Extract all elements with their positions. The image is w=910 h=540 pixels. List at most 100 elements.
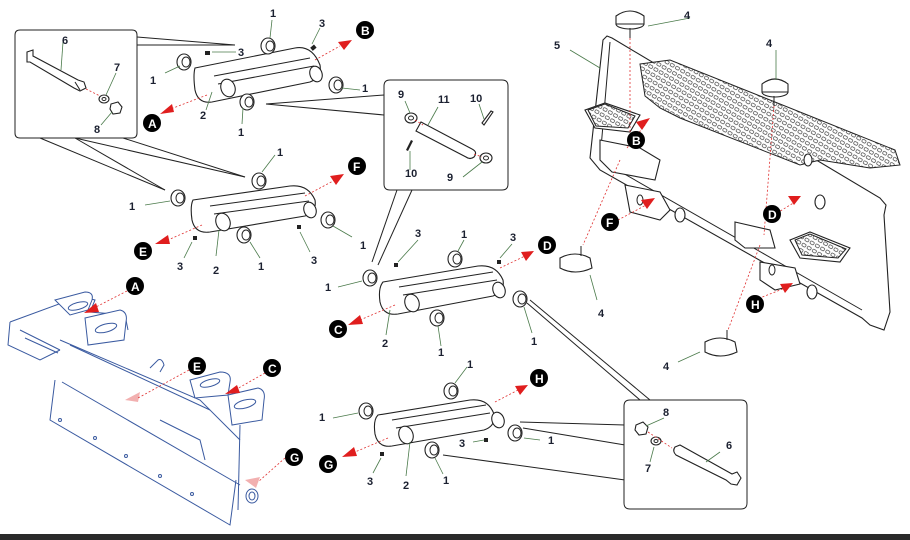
part-label-7: 7 (645, 463, 651, 475)
bushing-2d (236, 226, 252, 244)
part-label-4: 4 (684, 10, 691, 22)
bushing-2a (170, 189, 186, 207)
grease-fitting-top-left (205, 51, 210, 55)
part-label-11: 11 (438, 94, 450, 106)
link-arm-assembly-top: 1 3 3 1 1 1 2 A B (143, 8, 374, 139)
part-label-3: 3 (415, 228, 421, 240)
bushing-4c (507, 424, 523, 442)
pivot-bolt-6-top (26, 49, 87, 92)
part-label-6: 6 (62, 35, 68, 47)
callout-B-top: B (356, 21, 374, 39)
svg-text:D: D (543, 239, 552, 253)
link-arm-assembly-center: 3 1 3 1 2 1 1 C D (325, 228, 651, 401)
bushing-4d (424, 441, 440, 459)
foot-pad-4c (559, 246, 593, 273)
part-label-5: 5 (554, 40, 560, 52)
svg-text:E: E (139, 245, 147, 259)
part-label-3: 3 (319, 18, 325, 30)
callout-G-bracket: G (285, 448, 303, 466)
part-label-4: 4 (766, 38, 773, 50)
svg-text:B: B (632, 134, 641, 148)
svg-text:B: B (361, 24, 370, 38)
svg-text:G: G (324, 458, 333, 472)
callout-C-center: C (329, 320, 347, 338)
part-label-3: 3 (238, 47, 244, 59)
detail-box-pin: 9 11 10 10 9 (265, 79, 509, 266)
part-label-3: 3 (510, 232, 516, 244)
bushing-1b (260, 37, 276, 55)
part-label-1: 1 (277, 147, 283, 159)
foot-pad-4a (615, 10, 645, 38)
svg-text:F: F (353, 160, 360, 174)
callout-G-bottom: G (319, 455, 337, 473)
pivot-bolt-6-bottom (673, 444, 742, 486)
callout-D-frame: D (763, 205, 781, 223)
detail-box-bolt-top: 6 7 8 (14, 29, 246, 191)
link-arm-assembly-bottom: 1 1 1 3 3 2 1 G H (319, 359, 626, 492)
part-label-1: 1 (467, 359, 473, 371)
part-label-1: 1 (129, 201, 135, 213)
link-arm-assembly-middle: 1 1 1 1 3 3 2 E F (129, 147, 366, 277)
part-label-1: 1 (325, 282, 331, 294)
part-label-3: 3 (367, 476, 373, 488)
bushing-1a (176, 53, 192, 71)
part-label-8: 8 (94, 124, 100, 136)
part-label-3: 3 (459, 438, 465, 450)
part-label-3: 3 (311, 255, 317, 267)
bushing-2b (251, 172, 267, 190)
svg-text:C: C (268, 362, 277, 376)
svg-text:D: D (768, 208, 777, 222)
callout-D-center: D (538, 236, 556, 254)
foot-pad-4d (704, 330, 738, 357)
part-label-9: 9 (447, 172, 453, 184)
foot-pad-4b (761, 78, 789, 106)
part-label-4: 4 (663, 361, 670, 373)
callout-A-top: A (143, 114, 161, 132)
bushing-1d (239, 93, 255, 111)
bottom-divider-bar (0, 534, 910, 540)
svg-text:C: C (334, 323, 343, 337)
callout-A-bracket: A (126, 277, 144, 295)
bushing-2c (320, 211, 336, 229)
svg-text:H: H (535, 372, 544, 386)
part-label-1: 1 (461, 229, 467, 241)
callout-B-frame: B (627, 131, 645, 149)
bushing-3b (447, 250, 463, 268)
part-label-1: 1 (238, 127, 244, 139)
part-label-1: 1 (319, 412, 325, 424)
svg-text:H: H (751, 298, 760, 312)
part-label-2: 2 (403, 480, 409, 492)
callout-C-bracket: C (263, 359, 281, 377)
bushing-3d (429, 309, 445, 327)
part-label-1: 1 (443, 475, 449, 487)
part-label-1: 1 (360, 240, 366, 252)
part-label-1: 1 (362, 83, 368, 95)
part-label-10: 10 (470, 93, 482, 105)
svg-text:G: G (290, 451, 299, 465)
part-label-2: 2 (200, 110, 206, 122)
mounting-bracket: A E C G (7, 277, 303, 526)
part-label-1: 1 (150, 75, 156, 87)
part-label-1: 1 (258, 261, 264, 273)
part-label-1: 1 (531, 336, 537, 348)
bushing-4b (443, 382, 459, 400)
part-label-4: 4 (598, 308, 605, 320)
part-label-3: 3 (177, 261, 183, 273)
svg-text:E: E (193, 360, 201, 374)
callout-F-frame: F (601, 213, 619, 231)
part-label-7: 7 (114, 62, 120, 74)
part-label-1: 1 (438, 347, 444, 359)
part-label-2: 2 (213, 265, 219, 277)
svg-text:A: A (148, 117, 157, 131)
part-label-6: 6 (726, 440, 732, 452)
bushing-3a (362, 269, 378, 287)
detail-box-bolt-bottom: 8 7 6 (623, 399, 748, 510)
part-label-1: 1 (548, 435, 554, 447)
svg-text:F: F (606, 216, 613, 230)
part-label-1: 1 (270, 8, 276, 20)
part-label-10: 10 (405, 168, 417, 180)
callout-E-bracket: E (188, 357, 206, 375)
grease-fitting-top-right (310, 44, 317, 51)
platform-frame: 4 4 5 4 4 B F D H (554, 10, 901, 373)
